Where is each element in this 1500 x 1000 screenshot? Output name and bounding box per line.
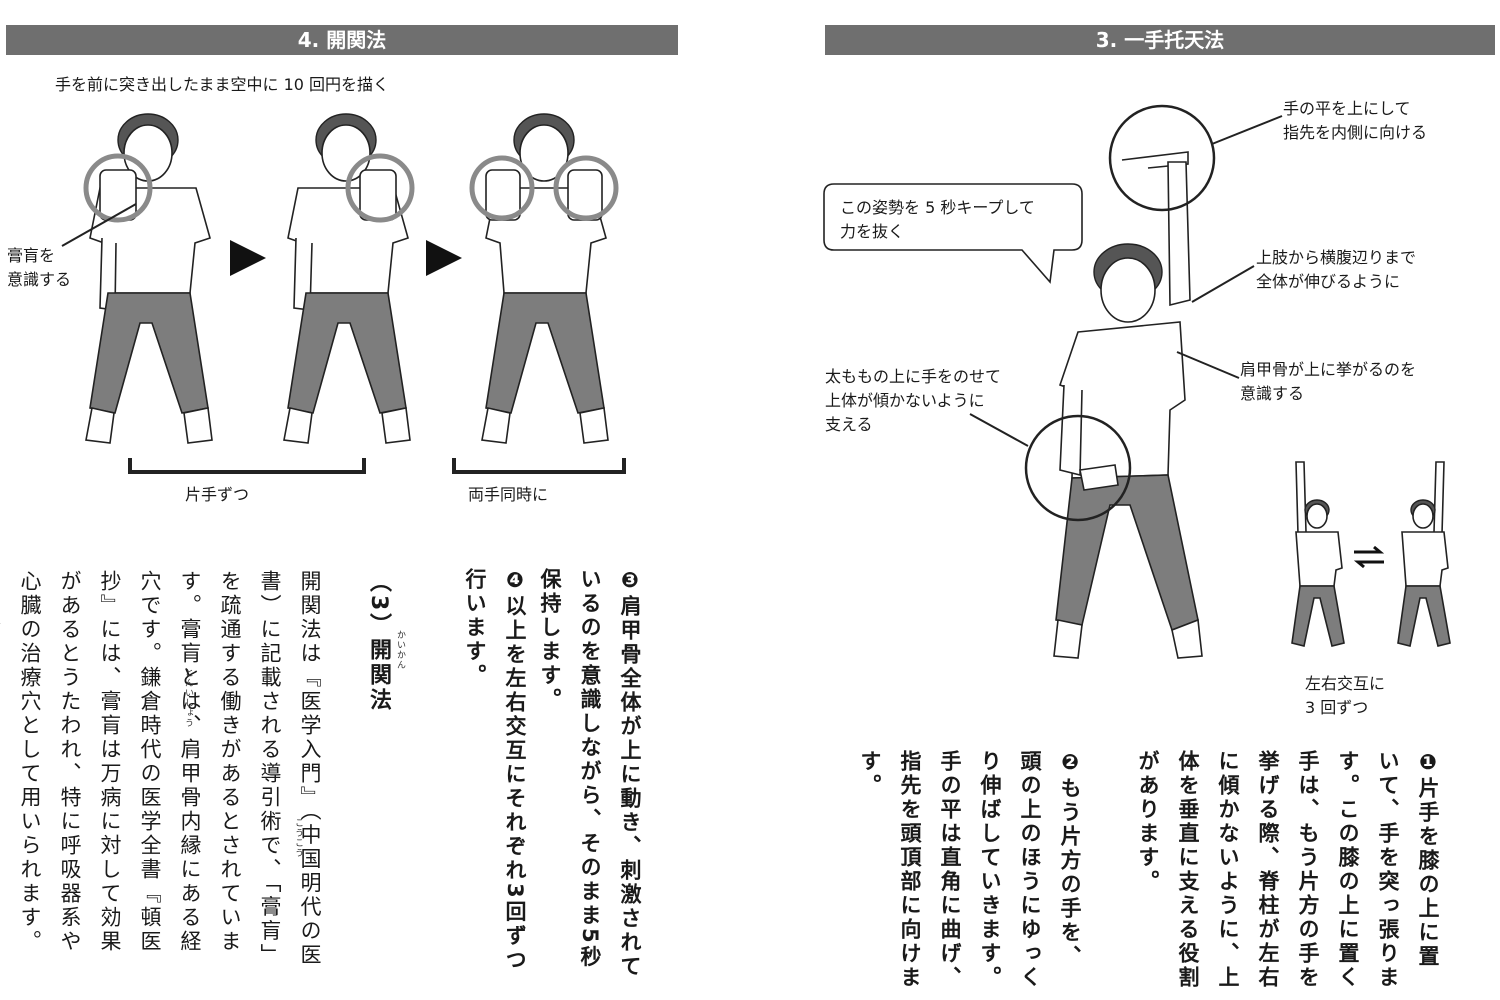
callout-shoulder: 肩甲骨が上に挙がるのを 意識する — [1240, 360, 1417, 403]
ruby-kouko: こうこう — [293, 818, 303, 858]
arrow-right-icon — [230, 240, 266, 276]
section-title-left: 4. 開関法 — [297, 28, 387, 52]
callout-kouko-leader — [61, 203, 137, 247]
callout-shoulder-leader — [1176, 351, 1240, 379]
alternate-caption: 左右交互に 3 回ずつ — [1305, 674, 1386, 717]
step-2-text: ❷もう片方の手を、頭の上のほうにゆっくり伸ばしていきます。手の平は直角に曲げ、指… — [858, 750, 1082, 990]
step-3-text: ❸肩甲骨全体が上に動き、刺激されているのを意識しながら、そのまま5秒保持します。 — [538, 568, 642, 979]
callout-thigh: 太ももの上に手をのせて 上体が傾かないように 支える — [825, 367, 1002, 434]
bracket-both-hands — [452, 458, 626, 474]
figure-both-hands — [469, 113, 619, 444]
callout-palm-leader — [1211, 115, 1283, 145]
callout-stretch: 上肢から横腹辺りまで 全体が伸びるように — [1256, 248, 1417, 291]
bracket-one-hand — [128, 458, 366, 474]
figure-one-hand-left — [283, 113, 415, 444]
callout-thigh-leader — [969, 413, 1029, 447]
illustration-caption: 手を前に突き出したまま空中に 10 回円を描く — [55, 75, 390, 94]
section-heading: （3）開関法 — [366, 570, 391, 714]
body-text: 開関法は『医学入門』（中国明代の医書）に記載される導引術で、「膏肓」を疏通する働… — [0, 570, 322, 968]
speech-bubble-shape — [823, 183, 1083, 284]
section-title-right: 3. 一手托天法 — [1095, 28, 1225, 52]
section-bar-left — [6, 25, 678, 55]
ruby-tonisho: とんいしょう — [183, 668, 193, 728]
callout-stretch-leader — [1191, 265, 1255, 303]
callout-kouko: 膏肓を 意識する — [7, 246, 72, 289]
figure-small-right-arm — [1291, 461, 1345, 647]
arrow-right-icon — [426, 240, 462, 276]
speech-bubble-text: この姿勢を 5 秒キープして 力を抜く — [840, 198, 1035, 241]
bracket-label-both-hands: 両手同時に — [468, 485, 549, 504]
figure-small-left-arm — [1397, 461, 1451, 647]
heading-ruby: かいかん — [395, 630, 405, 670]
swap-arrows-icon — [1353, 545, 1385, 569]
figure-arm-raised — [1024, 104, 1216, 659]
callout-palm: 手の平を上にして 指先を内側に向ける — [1283, 99, 1428, 142]
bracket-label-one-hand: 片手ずつ — [185, 485, 250, 504]
step-1-text: ❶片手を膝の上に置いて、手を突っ張ります。この膝の上に置く手は、もう片方の手を挙… — [1136, 750, 1440, 990]
figure-one-hand-right — [83, 113, 213, 444]
step-4-text: ❹以上を左右交互にそれぞれ3回ずつ行います。 — [463, 568, 527, 973]
section-bar-right — [825, 25, 1495, 55]
